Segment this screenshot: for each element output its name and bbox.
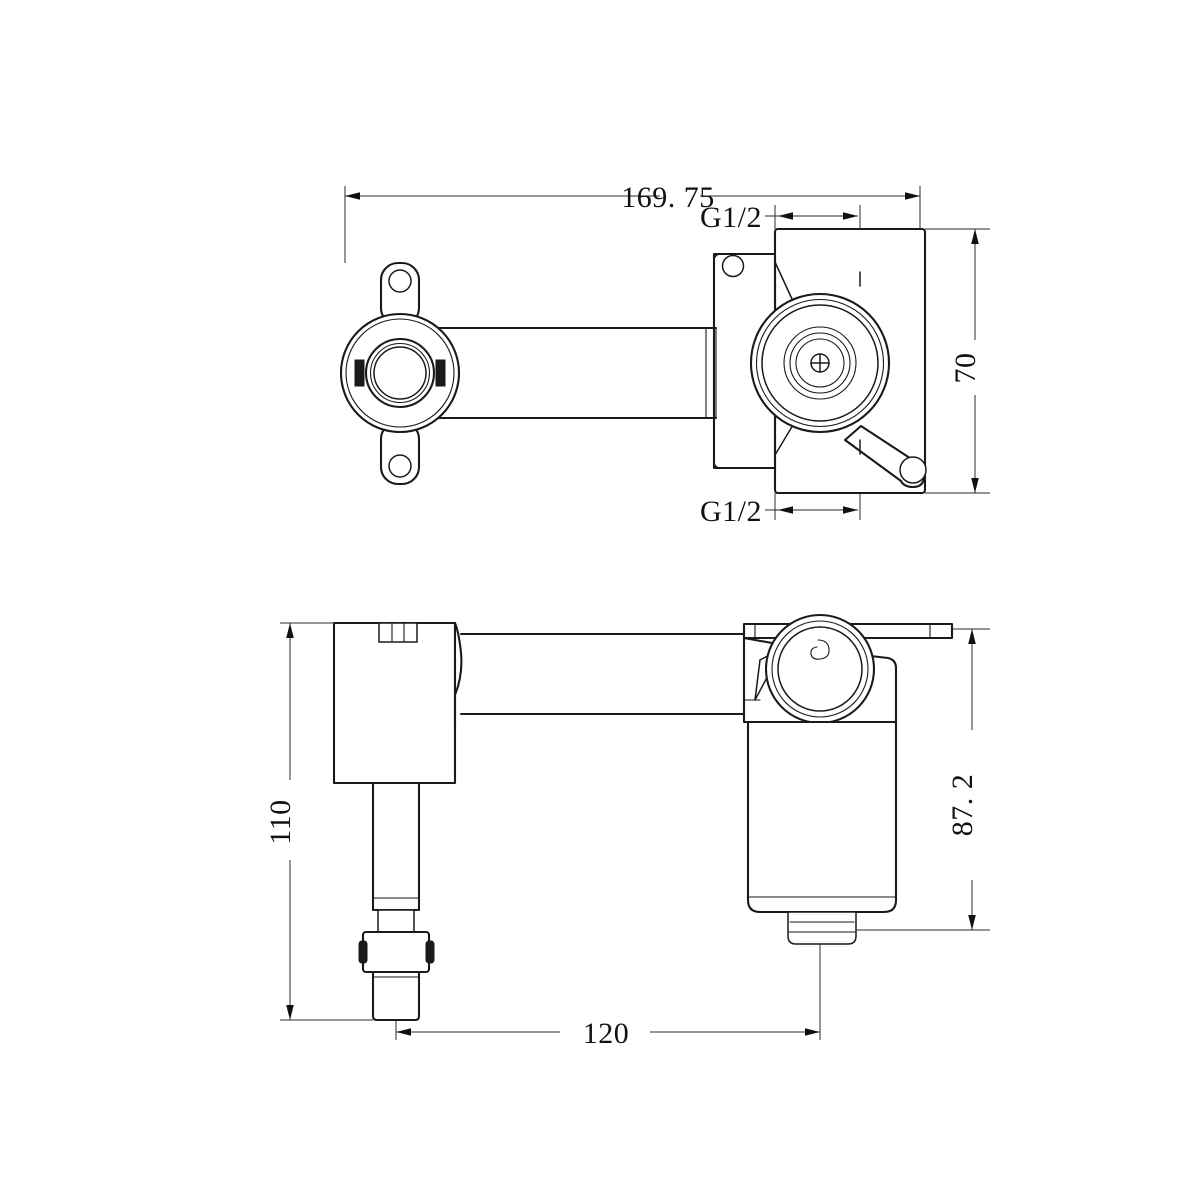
top-view-geometry [339, 227, 927, 495]
side-view-threaded-stem [358, 781, 435, 1022]
dim-projection-length-label: 120 [583, 1017, 630, 1050]
dim-overall-length-label: 169. 75 [621, 181, 715, 214]
top-view-dimensions: 169. 75 G1/2 G1/2 70 [344, 181, 990, 528]
side-view-connecting-arm [459, 632, 752, 716]
side-view-geometry [332, 613, 954, 1022]
top-view-lever-tab [843, 424, 927, 489]
top-view-valve-housing [712, 252, 794, 470]
side-view-dimensions: 110 87. 2 120 [264, 622, 990, 1050]
dim-body-height-label: 110 [264, 799, 297, 844]
top-view-connecting-arm [428, 326, 718, 420]
dim-plate-height-label: 70 [949, 353, 982, 384]
side-view-valve-body [332, 621, 463, 785]
top-view-wall-flange [339, 261, 461, 486]
side-view-handle-knob [764, 613, 876, 725]
top-view-handle-base [749, 292, 891, 434]
side-view-outlet-body [746, 720, 898, 945]
dim-thread-bottom-label: G1/2 [700, 495, 762, 528]
dim-outlet-height-label: 87. 2 [946, 774, 979, 837]
dim-thread-top-label: G1/2 [700, 201, 762, 234]
